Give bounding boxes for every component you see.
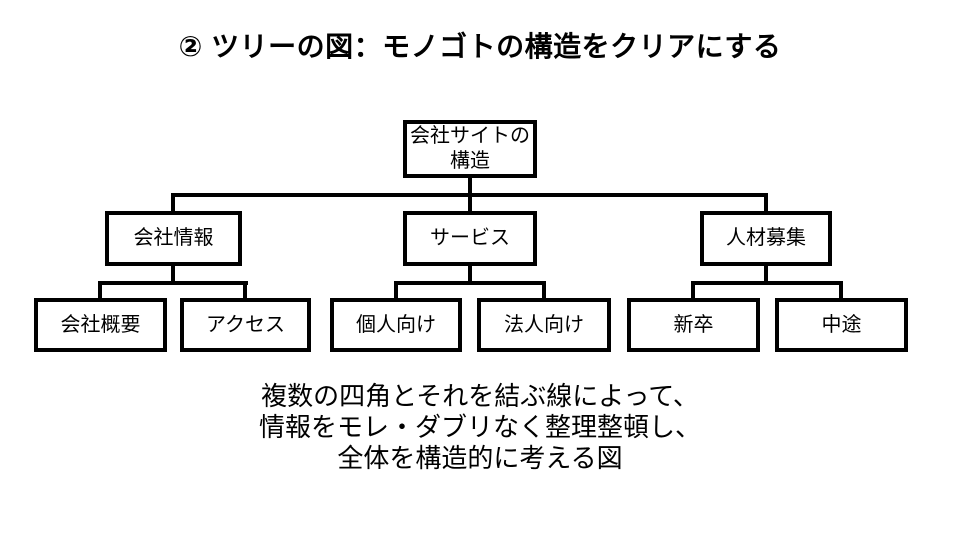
- connector-stub: [468, 193, 472, 213]
- connector-stub: [691, 281, 695, 300]
- connector-root-stub: [468, 176, 472, 195]
- connector-stub: [764, 264, 768, 285]
- caption-line: 複数の四角とそれを結ぶ線によって、: [261, 381, 699, 411]
- connector-stub: [839, 281, 843, 300]
- tree-node-root: 会社サイトの 構造: [403, 120, 537, 178]
- connector-level2-rail: [394, 281, 546, 285]
- connector-level2-rail: [98, 281, 248, 285]
- connector-stub: [98, 281, 102, 300]
- tree-node-mid-career: 中途: [775, 298, 908, 352]
- connector-stub: [243, 281, 247, 300]
- connector-stub: [468, 264, 472, 285]
- connector-stub: [394, 281, 398, 300]
- tree-node-label: 会社サイトの 構造: [410, 125, 530, 172]
- caption-line: 情報をモレ・ダブリなく整理整頓し、: [258, 412, 701, 442]
- tree-node-new-graduate: 新卒: [627, 298, 760, 352]
- caption: 複数の四角とそれを結ぶ線によって、 情報をモレ・ダブリなく整理整頓し、 全体を構…: [0, 381, 960, 474]
- caption-line: 全体を構造的に考える図: [337, 443, 623, 473]
- tree-node-label: アクセス: [206, 313, 285, 336]
- tree-node-label: 人材募集: [726, 227, 806, 249]
- tree-node-label: 新卒: [673, 313, 714, 336]
- tree-node-access: アクセス: [180, 298, 311, 352]
- tree-node-company-overview: 会社概要: [34, 298, 167, 352]
- tree-node-label: サービス: [430, 227, 510, 249]
- tree-node-company-info: 会社情報: [105, 211, 242, 266]
- tree-node-corporate: 法人向け: [477, 298, 611, 352]
- tree-node-label: 会社概要: [60, 313, 141, 336]
- connector-level2-rail: [691, 281, 843, 285]
- tree-node-personal: 個人向け: [330, 298, 462, 352]
- tree-node-label: 法人向け: [504, 313, 584, 336]
- tree-node-label: 中途: [821, 313, 862, 336]
- tree-node-services: サービス: [403, 211, 537, 266]
- connector-stub: [542, 281, 546, 300]
- tree-node-label: 会社情報: [133, 227, 214, 249]
- connector-stub: [171, 264, 175, 285]
- tree-node-recruiting: 人材募集: [700, 211, 832, 266]
- connector-stub: [764, 193, 768, 213]
- page-title: ② ツリーの図：モノゴトの構造をクリアにする: [178, 31, 782, 62]
- connector-stub: [171, 193, 175, 213]
- tree-node-label: 個人向け: [356, 313, 436, 336]
